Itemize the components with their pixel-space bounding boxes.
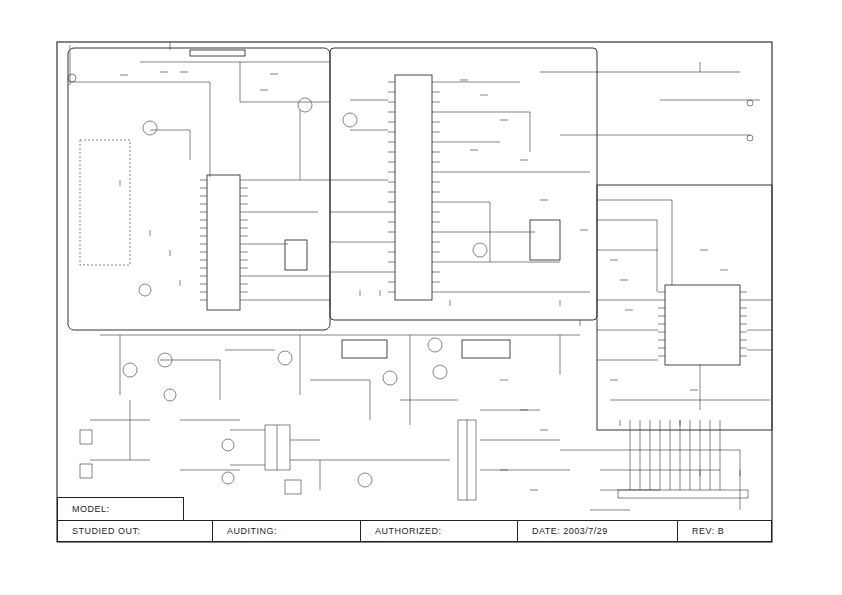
title-text: REV: B — [678, 526, 724, 536]
title-block-cell: STUDIED OUT: — [57, 520, 213, 542]
title-text: DATE: 2003/7/29 — [518, 526, 608, 536]
title-block-cell: MODEL: — [57, 497, 184, 521]
title-text: AUTHORIZED: — [361, 526, 442, 536]
title-text: STUDIED OUT: — [58, 526, 141, 536]
title-block-cell: AUDITING: — [212, 520, 361, 542]
title-block-cell: AUTHORIZED: — [360, 520, 518, 542]
title-text: AUDITING: — [213, 526, 277, 536]
title-block-cell: DATE: 2003/7/29 — [517, 520, 678, 542]
title-block-cell: REV: B — [677, 520, 772, 542]
title-text: MODEL: — [58, 504, 110, 514]
